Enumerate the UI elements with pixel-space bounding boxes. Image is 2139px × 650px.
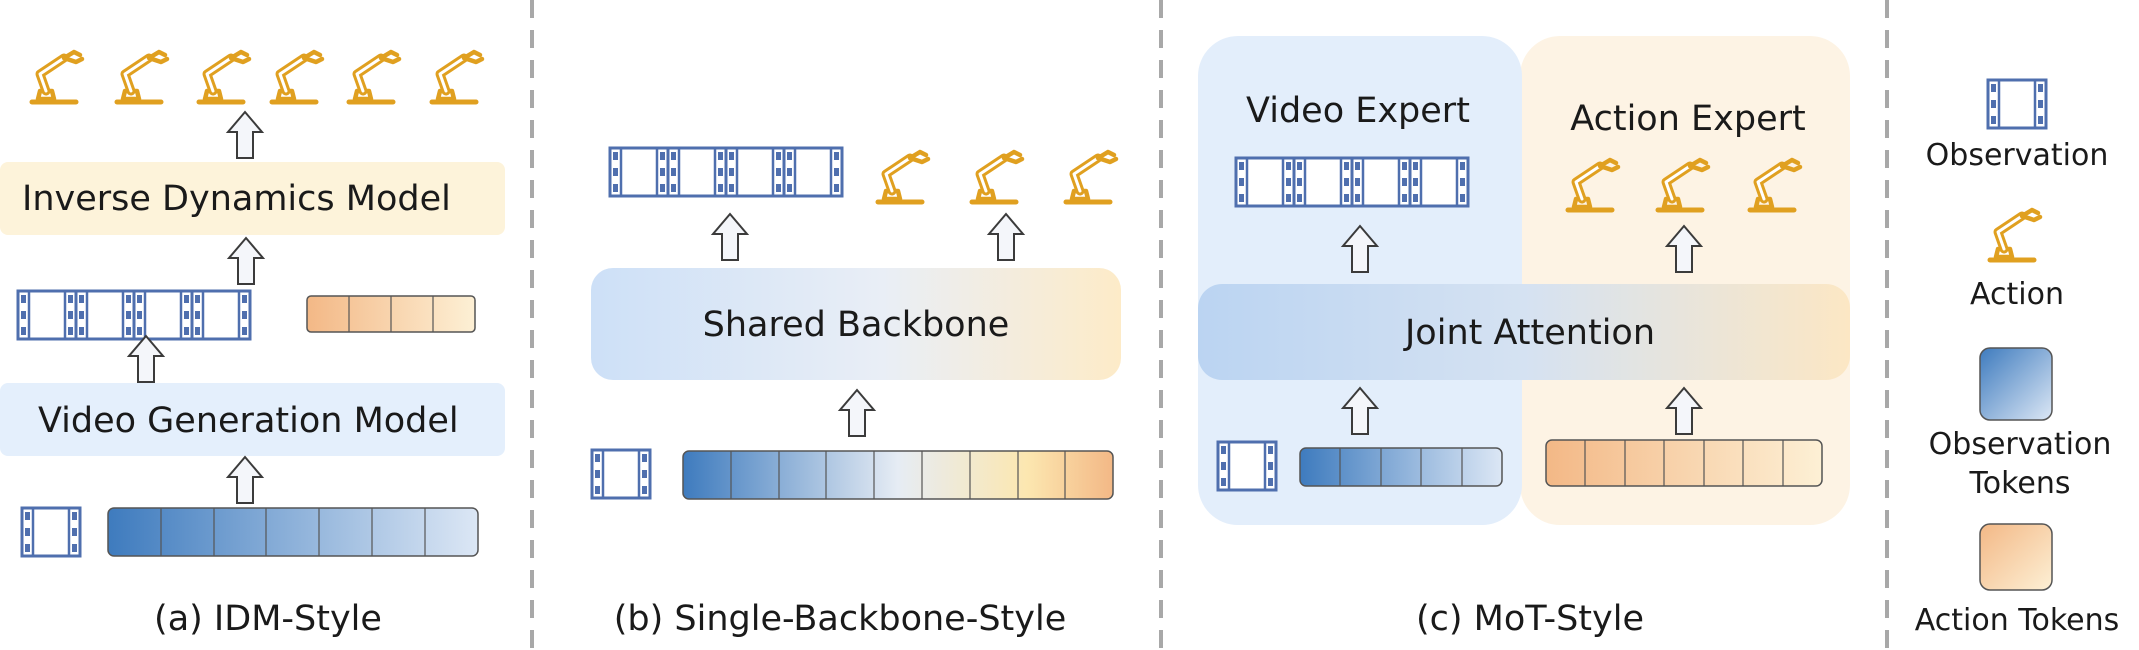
film-strip-icon: [1292, 156, 1354, 208]
shared-backbone-label: Shared Backbone: [703, 305, 1010, 345]
caption-a: (a) IDM-Style: [154, 599, 382, 639]
robot-row-a: [32, 52, 482, 102]
vgm-label: Video Generation Model: [38, 401, 459, 441]
legend-observation-tokens-line2: Tokens: [1969, 466, 2071, 501]
film-strip-icon: [666, 146, 728, 198]
robot-arm-icon: [878, 152, 928, 202]
legend-observation: Observation: [1926, 138, 2109, 173]
video-frames-a: [16, 289, 252, 341]
panel-b: Shared Backbone (b) Single-Backbone-Styl…: [590, 146, 1121, 639]
up-arrow-icon: [712, 213, 748, 261]
film-strip-icon: [20, 506, 82, 558]
robot-arm-icon: [199, 52, 249, 102]
caption-b: (b) Single-Backbone-Style: [614, 599, 1067, 639]
joint-attention-label: Joint Attention: [1403, 313, 1655, 353]
action-expert-label: Action Expert: [1570, 99, 1805, 139]
film-strip-icon: [608, 146, 670, 198]
observation-tokens-a: [107, 507, 479, 557]
robot-arm-icon: [117, 52, 167, 102]
robot-arm-icon: [1066, 152, 1116, 202]
action-expert-panel: [1520, 36, 1850, 525]
film-strip-icon: [1350, 156, 1412, 208]
film-strip-icon: [1216, 440, 1278, 492]
film-strip-icon: [1234, 156, 1296, 208]
robot-arm-icon: [972, 152, 1022, 202]
film-strip-icon: [190, 289, 252, 341]
legend-action-tokens: Action Tokens: [1915, 603, 2119, 638]
legend-action: Action: [1970, 277, 2064, 312]
robot-arm-icon: [32, 52, 82, 102]
robot-row-b: [878, 152, 1116, 202]
film-strip-icon: [590, 448, 652, 500]
up-arrow-icon: [128, 335, 164, 383]
panel-a: Inverse Dynamics Model Video Generation …: [0, 52, 505, 639]
joint-attention-box: [1198, 284, 1850, 380]
video-expert-label: Video Expert: [1246, 91, 1470, 131]
film-strip-icon: [1408, 156, 1470, 208]
robot-arm-icon: [432, 52, 482, 102]
video-frames-b: [608, 146, 844, 198]
robot-arm-icon: [349, 52, 399, 102]
film-strip-icon: [782, 146, 844, 198]
legend: Observation Action Observation Tokens Ac…: [1915, 78, 2119, 638]
up-arrow-icon: [839, 389, 875, 437]
robot-arm-icon: [1990, 210, 2040, 260]
action-tokens-a: [306, 295, 476, 333]
observation-tokens-c: [1299, 447, 1503, 487]
caption-c: (c) MoT-Style: [1416, 599, 1644, 639]
action-tokens-c: [1545, 439, 1823, 487]
shared-backbone-box: [591, 268, 1121, 380]
mixed-tokens-b: [682, 450, 1114, 500]
up-arrow-icon: [227, 111, 263, 159]
video-frames-c: [1234, 156, 1470, 208]
film-strip-icon: [132, 289, 194, 341]
up-arrow-icon: [227, 456, 263, 504]
legend-action-token-swatch: [1979, 523, 2053, 591]
film-strip-icon: [74, 289, 136, 341]
up-arrow-icon: [228, 237, 264, 285]
film-strip-icon: [724, 146, 786, 198]
film-strip-icon: [1986, 78, 2048, 130]
panel-c: Video Expert Action Expert Joint Attenti…: [1198, 36, 1850, 639]
legend-observation-tokens-line1: Observation: [1929, 427, 2112, 462]
vgm-box: [0, 383, 505, 456]
idm-label: Inverse Dynamics Model: [22, 179, 451, 219]
up-arrow-icon: [988, 213, 1024, 261]
idm-box: [0, 162, 505, 235]
film-strip-icon: [16, 289, 78, 341]
legend-observation-token-swatch: [1979, 347, 2053, 421]
robot-arm-icon: [272, 52, 322, 102]
